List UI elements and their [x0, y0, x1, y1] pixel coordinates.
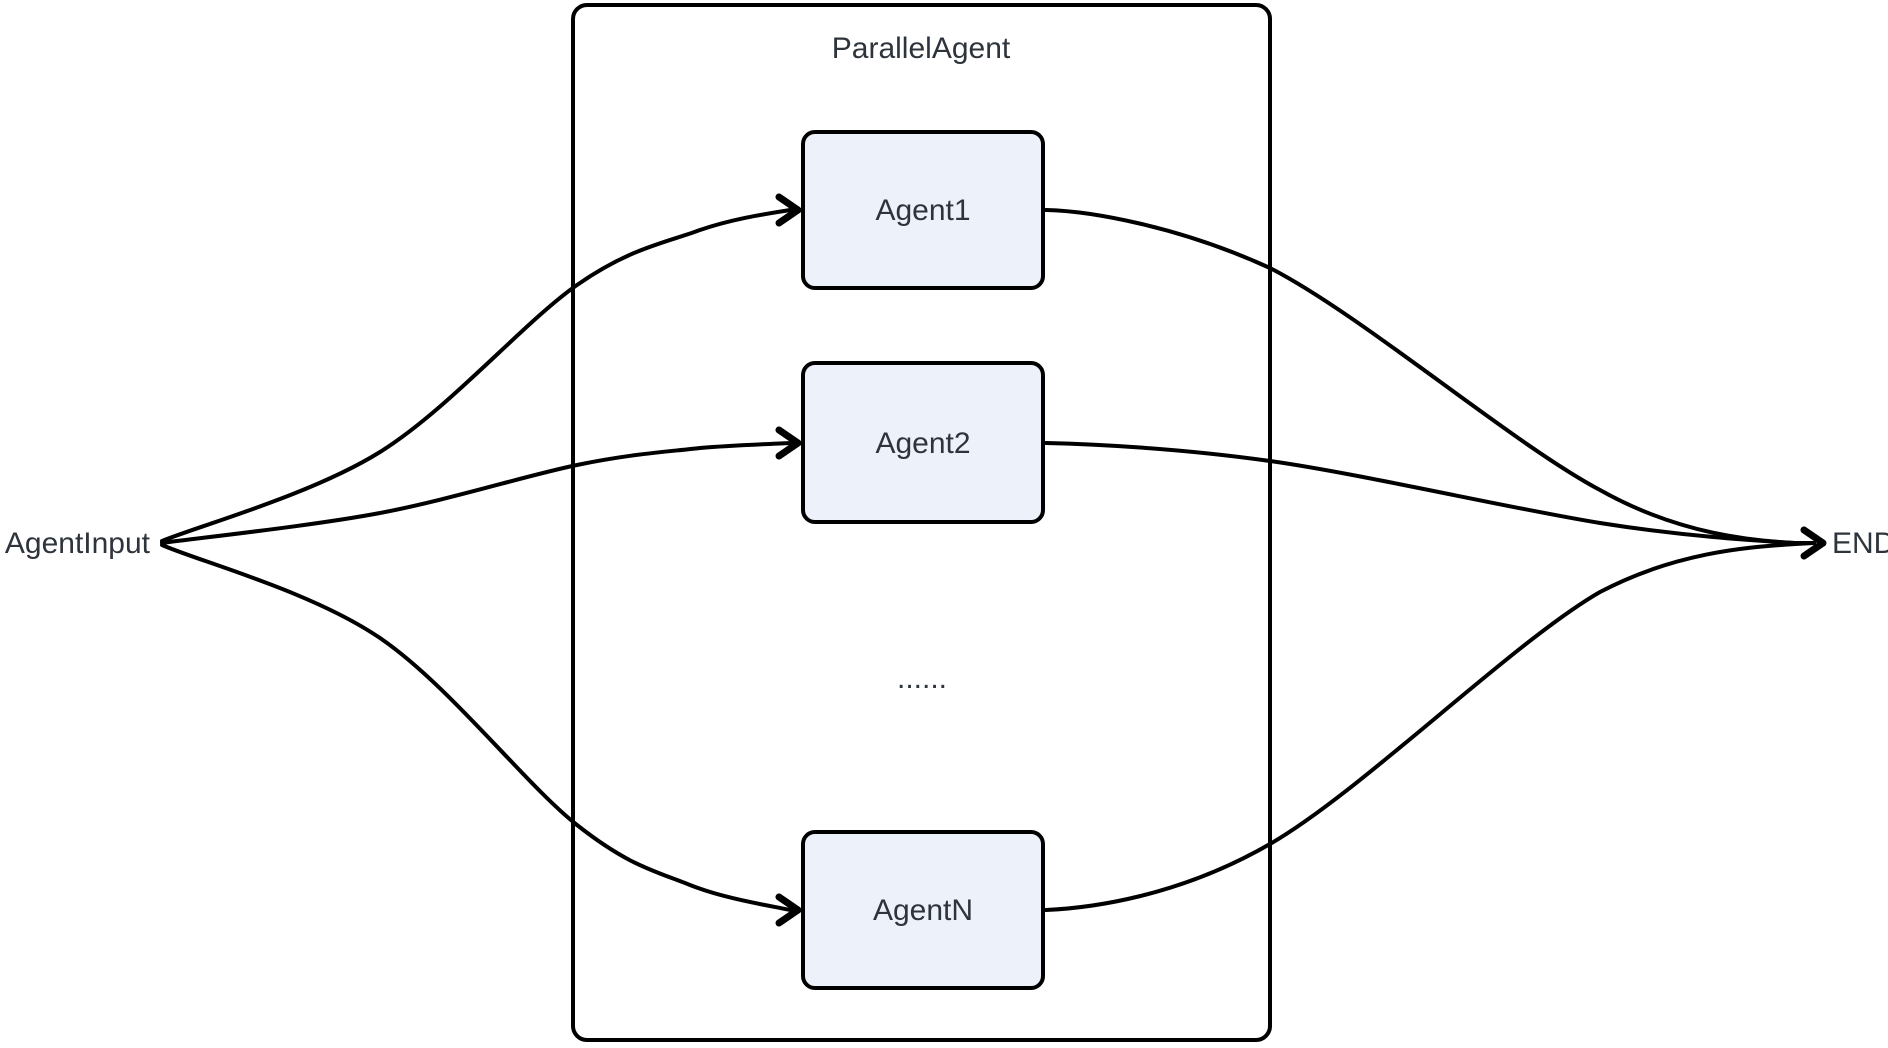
edge-agentinput-agentn	[160, 543, 792, 912]
edge-group	[160, 193, 1827, 927]
edge-agentn-end	[1044, 541, 1816, 912]
node-agent2-label: Agent2	[875, 427, 970, 460]
arrowhead-into-agent1-icon	[775, 193, 802, 227]
ellipsis-label: ......	[897, 662, 947, 695]
edge-agentinput-agent1	[160, 208, 792, 543]
start-terminal-label: AgentInput	[5, 527, 151, 560]
node-agent2-box	[801, 361, 1045, 524]
end-terminal-label: END	[1832, 527, 1888, 560]
edge-agentinput-agent2	[160, 441, 792, 545]
node-agentn-box	[801, 830, 1045, 990]
cluster-title: ParallelAgent	[832, 32, 1011, 65]
node-agent1: Agent1	[801, 130, 1045, 290]
node-agentn-label: AgentN	[873, 894, 973, 927]
node-agent1-box	[801, 130, 1045, 290]
node-agent2: Agent2	[801, 361, 1045, 524]
arrowhead-into-agent2-icon	[775, 426, 802, 460]
arrowhead-into-agentn-icon	[775, 893, 802, 927]
arrowhead-into-end-icon	[1800, 526, 1827, 560]
node-agentn: AgentN	[801, 830, 1045, 990]
edge-agent1-end	[1044, 208, 1816, 545]
edge-agent2-end	[1044, 441, 1816, 545]
node-agent1-label: Agent1	[875, 194, 970, 227]
